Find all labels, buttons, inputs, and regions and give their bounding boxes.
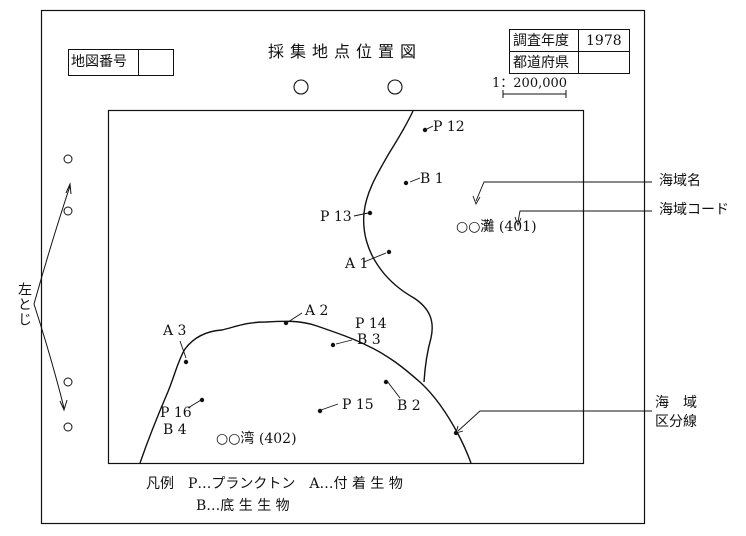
point-label: B 2 [397,398,421,414]
punch-hole [63,206,73,216]
point-label: A 3 [163,323,187,339]
survey-info-box: 調査年度 1978 都道府県 [509,29,630,74]
point-label: P 13 [320,209,352,225]
sampling-points [183,127,459,436]
sea-area-label: ○○湾 (402) [216,431,297,447]
punch-hole [63,422,73,432]
page-border [40,9,646,525]
sea-area-code-annotation: 海域コード [659,202,729,218]
leader-lines [179,125,434,411]
binding-arrows [33,182,72,412]
point-P15 [317,408,323,414]
point-label: B 1 [420,171,444,187]
point-A1 [386,249,392,255]
punch-hole [63,377,73,387]
punch-hole [63,154,73,164]
point-label: P 15 [342,397,374,413]
legend-line: B…底 生 生 物 [196,498,290,514]
point-label: A 1 [345,256,369,272]
sea-area-label: ○○灘 (401) [456,219,537,235]
point-label: P 16 [160,405,192,421]
legend-line: 凡例 P…プランクトン A…付 着 生 物 [146,476,403,492]
scale-bar [502,90,567,98]
annotation-callouts [455,181,652,434]
survey-year-label: 調査年度 [513,33,569,49]
map-frame [107,109,585,465]
map-scale: 1：200,000 [492,76,568,91]
coastline-lower [139,320,472,464]
survey-info-hdivider [510,51,629,52]
point-P12 [422,127,428,133]
map-number-divider [138,50,139,75]
point-A3 [183,359,189,365]
point-label: B 4 [163,422,187,438]
binding-label: 左とじ [16,282,32,327]
map-number-label: 地図番号 [71,54,127,70]
point-B3 [330,342,336,348]
point-B2 [383,379,389,385]
map-number-box: 地図番号 [68,49,174,76]
sea-area-name-annotation: 海域名 [659,173,701,189]
survey-year-value[interactable]: 1978 [586,33,622,49]
boundary-line-annotation: 区分線 [655,414,697,430]
prefecture-label: 都道府県 [513,55,569,71]
point-label: A 2 [305,303,329,319]
punch-hole [387,79,403,95]
point-label: B 3 [357,332,381,348]
point-boundary [453,430,459,436]
page-title: 採集地点位置図 [268,42,423,61]
coastline-upper [362,110,433,383]
punch-hole [293,79,309,95]
point-P13 [367,210,373,216]
survey-info-vdivider [578,30,579,73]
point-label: P 12 [433,119,465,135]
boundary-line-annotation: 海 域 [655,395,697,411]
point-label: P 14 [355,316,387,332]
point-P16 [199,397,205,403]
point-A2 [283,320,289,326]
point-B1 [403,180,409,186]
